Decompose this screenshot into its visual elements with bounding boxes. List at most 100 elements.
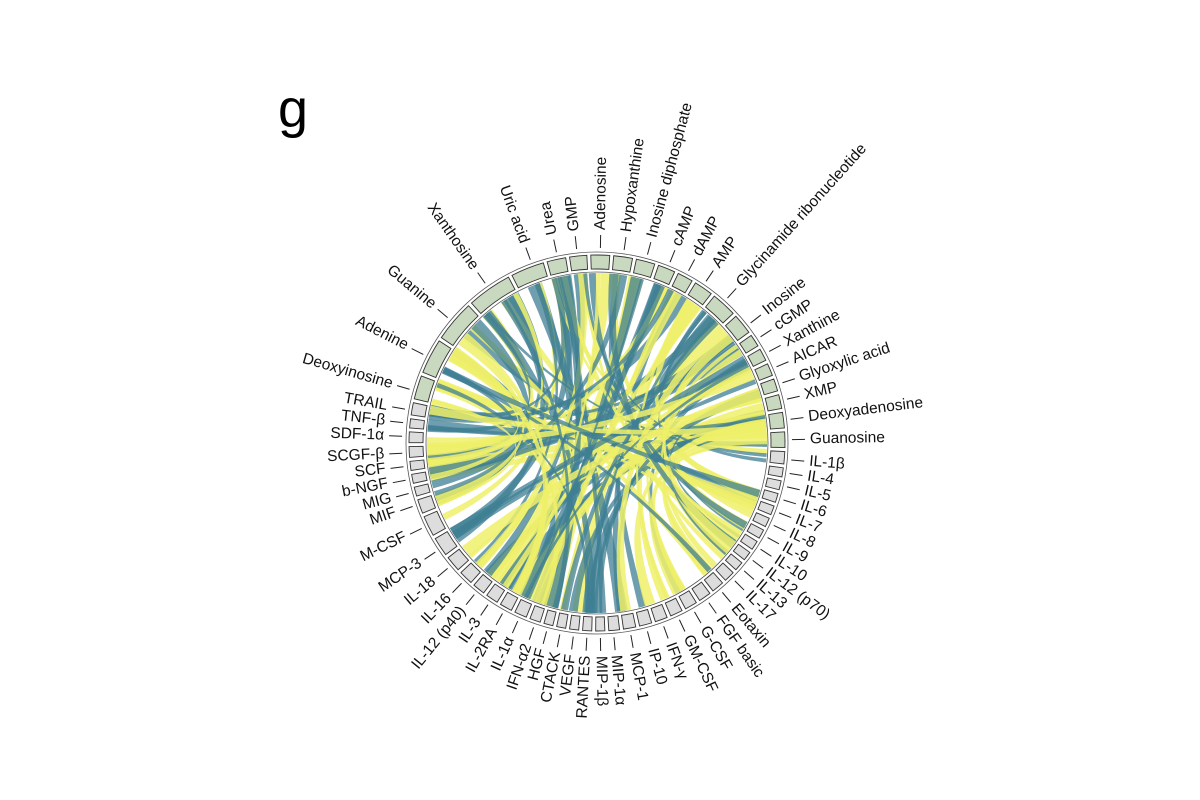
segment-ifn-2 <box>529 604 545 623</box>
segment-ring <box>405 251 789 635</box>
segment-vegf <box>569 614 581 631</box>
ribbon <box>428 334 736 480</box>
segment-il-13 <box>724 553 743 571</box>
label-vegf: VEGF <box>557 653 579 697</box>
tick-il-10 <box>760 548 772 557</box>
segment-inosine-diphosphate <box>632 258 656 278</box>
segment-il-1 <box>514 598 533 618</box>
segment-uric-acid <box>511 262 548 289</box>
tick-scgf <box>389 452 403 455</box>
tick-amp <box>705 270 714 282</box>
segment-il-7 <box>757 500 775 516</box>
inner-ring-frame <box>425 271 769 615</box>
label-gmp: GMP <box>562 195 583 232</box>
segment-scf <box>409 459 426 471</box>
label-rantes: RANTES <box>574 655 594 719</box>
tick-m-csf <box>409 528 422 535</box>
ribbon <box>449 355 748 537</box>
tick-damp <box>688 259 696 272</box>
tick-il-3 <box>480 604 489 616</box>
segment-scgf <box>408 445 424 458</box>
segment-ctack <box>556 612 569 629</box>
tick-trail <box>392 406 406 410</box>
ribbon <box>616 325 727 612</box>
ribbon <box>535 291 682 605</box>
label-sdf-1: SDF-1α <box>330 425 384 444</box>
label-deoxyadenosine: Deoxyadenosine <box>807 394 924 425</box>
panel-label: g <box>278 79 309 139</box>
tick-uric-acid <box>525 247 531 260</box>
segment-adenosine <box>590 254 611 270</box>
ribbon <box>502 304 702 589</box>
segment-camp <box>653 264 676 286</box>
tick-g-csf <box>694 611 702 624</box>
tick-il-9 <box>767 537 780 545</box>
tick-xmp <box>786 395 800 400</box>
segment-adenine <box>422 340 452 379</box>
label-tnf: TNF-β <box>340 407 386 429</box>
tick-tnf <box>390 420 404 424</box>
label-il-4: IL-4 <box>806 468 835 489</box>
label-adenine: Adenine <box>353 313 411 354</box>
ribbon <box>427 312 531 433</box>
ribbon <box>634 418 767 607</box>
tick-mcp-1 <box>630 634 634 648</box>
segment-il-10 <box>739 533 758 550</box>
tick-il-8 <box>773 524 786 532</box>
tick-xanthine <box>768 344 781 352</box>
tick-il-12-p40 <box>465 594 475 605</box>
tick-b-ngf <box>392 479 406 484</box>
segment-il-6 <box>761 489 779 503</box>
ribbon <box>435 338 525 504</box>
label-guanine: Guanine <box>384 262 440 313</box>
tick-mig <box>395 492 409 498</box>
label-xanthosine: Xanthosine <box>424 200 482 273</box>
segment-il-12-p40 <box>473 573 493 594</box>
segment-deoxyinosine <box>413 375 436 403</box>
tick-xanthosine <box>477 272 486 284</box>
ribbon <box>588 273 748 529</box>
segment-il-1 <box>769 450 786 465</box>
segment-xanthine <box>747 348 767 368</box>
label-mig: MIG <box>361 490 394 514</box>
ribbon <box>546 274 582 609</box>
tick-il-1 <box>511 620 519 634</box>
tick-deoxyinosine <box>396 385 410 390</box>
tick-ctack <box>556 634 561 648</box>
segment-mcp-1 <box>621 612 637 630</box>
segment-ip-10 <box>635 608 653 627</box>
segment-il-16 <box>460 562 481 584</box>
ribbon <box>453 378 757 540</box>
tick-fgf-basic <box>708 602 717 614</box>
segment-damp <box>671 272 693 294</box>
segment-tnf <box>409 418 425 430</box>
label-leader-lines <box>389 235 805 651</box>
segment-cgmp <box>739 334 759 354</box>
tick-eotaxin <box>721 592 732 603</box>
segment-glycinamide-ribonucleotide <box>704 295 734 324</box>
segment-m-csf <box>423 510 447 536</box>
segment-xmp <box>764 394 783 412</box>
segment-deoxyadenosine <box>768 411 785 430</box>
tick-il-17 <box>734 580 745 591</box>
tick-urea <box>553 239 557 253</box>
segment-rantes <box>582 616 593 632</box>
tick-scf <box>390 466 404 469</box>
segment-il-4 <box>767 465 784 478</box>
tick-ip-10 <box>646 631 652 645</box>
outer-ring-frame <box>405 251 789 635</box>
segment-aicar <box>754 363 773 381</box>
tick-mip-1 <box>613 637 616 651</box>
segment-fgf-basic <box>691 581 711 602</box>
segment-il-8 <box>752 512 770 528</box>
segment-xanthosine <box>470 276 516 315</box>
segment-eotaxin <box>703 571 724 592</box>
tick-ifn-2 <box>528 627 534 640</box>
tick-ifn <box>663 626 669 639</box>
ribbon <box>526 278 644 600</box>
tick-gm-csf <box>678 619 686 632</box>
ribbon <box>501 299 570 609</box>
segment-guanine <box>440 305 479 347</box>
segment-mip-1 <box>595 616 606 632</box>
